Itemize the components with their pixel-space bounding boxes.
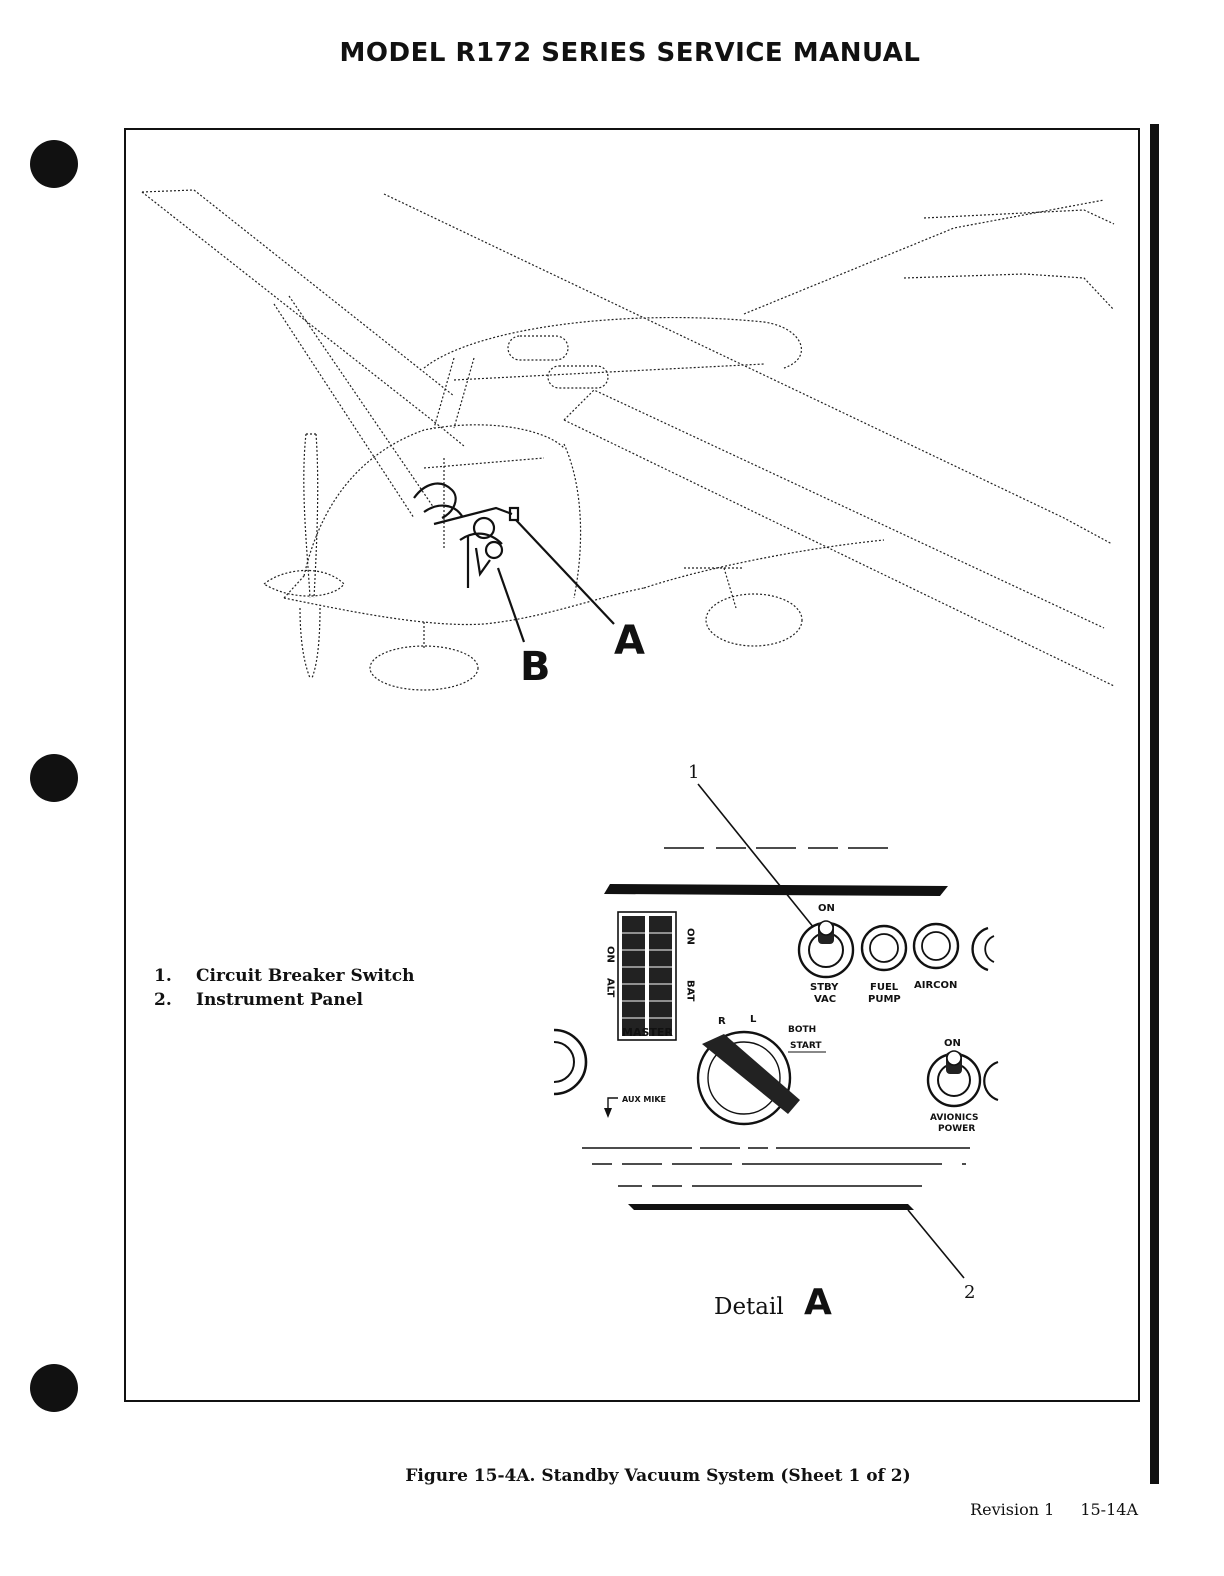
svg-text:FUEL: FUEL <box>870 982 899 993</box>
fuel-pump-breaker: FUEL PUMP <box>860 924 908 1005</box>
svg-text:AVIONICS: AVIONICS <box>930 1113 978 1123</box>
svg-text:ON: ON <box>944 1038 961 1049</box>
svg-text:ON: ON <box>685 928 696 945</box>
svg-text:POWER: POWER <box>938 1124 975 1134</box>
svg-text:START: START <box>790 1041 822 1051</box>
page-title: MODEL R172 SERIES SERVICE MANUAL <box>339 38 921 68</box>
svg-text:MASTER: MASTER <box>622 1026 673 1039</box>
aux-mike-label: AUX MIKE <box>604 1095 666 1118</box>
page-number: 15-14A <box>1080 1500 1138 1519</box>
callout-1: 1 <box>688 762 699 783</box>
svg-text:ON: ON <box>605 946 616 963</box>
detail-label-letter: A <box>804 1282 832 1323</box>
master-switch: ON ALT ON BAT MASTER <box>605 911 696 1041</box>
binder-hole-top <box>30 140 78 188</box>
revision-label: Revision 1 <box>970 1500 1055 1519</box>
revision-bar <box>1150 124 1159 1484</box>
svg-text:VAC: VAC <box>814 994 836 1005</box>
ignition-key-switch: R L BOTH START <box>696 1014 826 1126</box>
figure-legend: 1. Circuit Breaker Switch 2. Instrument Pa… <box>154 966 414 1014</box>
callout-a: A <box>614 618 645 664</box>
svg-text:BAT: BAT <box>685 980 696 1002</box>
legend-item-label: Circuit Breaker Switch <box>196 966 415 986</box>
callout-leaders <box>496 519 615 643</box>
detail-label-word: Detail <box>714 1294 784 1320</box>
legend-item: 1. Circuit Breaker Switch <box>154 966 414 990</box>
vacuum-pump-cluster <box>413 482 520 588</box>
svg-text:BOTH: BOTH <box>788 1025 816 1035</box>
stby-vac-circuit-breaker-switch: ON STBY VAC <box>797 903 855 1005</box>
legend-item-number: 1. <box>154 966 172 986</box>
legend-item: 2. Instrument Panel <box>154 990 414 1014</box>
figure-illustration: A B 1 ON ALT ON BAT MASTER ON <box>141 189 1115 1323</box>
figure-caption: Figure 15-4A. Standby Vacuum System (She… <box>405 1466 911 1486</box>
binder-hole-middle <box>30 754 78 802</box>
callout-2: 2 <box>964 1282 975 1303</box>
aircraft-drawing <box>141 189 1115 691</box>
legend-item-label: Instrument Panel <box>196 990 363 1010</box>
svg-text:ALT: ALT <box>605 978 616 997</box>
svg-text:L: L <box>750 1014 757 1025</box>
page-footer: Revision 1 15-14A <box>944 1500 1138 1519</box>
avionics-power-switch: ON AVIONICS POWER <box>926 1038 999 1134</box>
svg-text:STBY: STBY <box>810 982 839 993</box>
callout-b: B <box>520 644 551 690</box>
legend-item-number: 2. <box>154 990 172 1010</box>
figure-frame <box>124 128 1140 1402</box>
binder-hole-bottom <box>30 1364 78 1412</box>
svg-text:PUMP: PUMP <box>868 994 901 1005</box>
svg-text:AIRCON: AIRCON <box>914 980 957 991</box>
instrument-panel-detail: 1 ON ALT ON BAT MASTER ON <box>553 762 999 1323</box>
svg-text:R: R <box>718 1016 726 1027</box>
svg-text:AUX MIKE: AUX MIKE <box>622 1095 666 1104</box>
aircon-breaker: AIRCON <box>912 922 960 991</box>
svg-text:ON: ON <box>818 903 835 914</box>
